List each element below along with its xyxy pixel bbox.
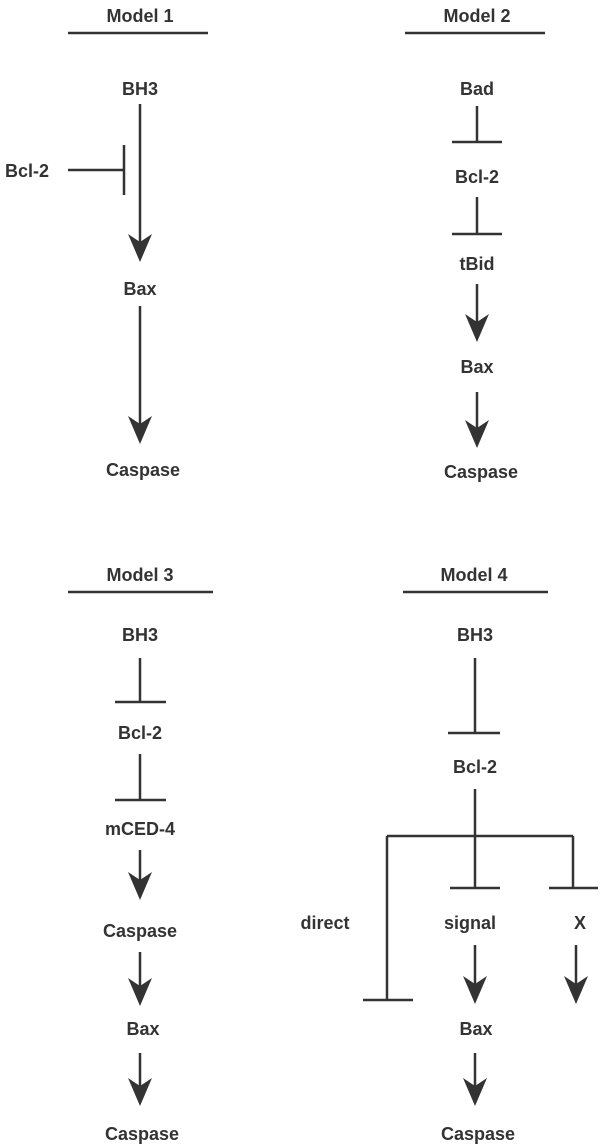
model-1-caspase-label: Caspase <box>106 460 180 480</box>
model-1: Model 1 BH3 Bcl-2 Bax Caspase <box>5 6 208 480</box>
model-2-title: Model 2 <box>443 6 510 26</box>
model-3-caspase-2-label: Caspase <box>105 1124 179 1144</box>
model-2-tbid-label: tBid <box>460 254 495 274</box>
model-3: Model 3 BH3 Bcl-2 mCED-4 Caspase Bax Cas… <box>68 565 213 1144</box>
model-1-bcl2-label: Bcl-2 <box>5 161 49 181</box>
model-2-caspase-label: Caspase <box>444 462 518 482</box>
model-2: Model 2 Bad Bcl-2 tBid Bax Caspase <box>405 6 545 482</box>
model-2-bcl2-label: Bcl-2 <box>455 167 499 187</box>
model-4-bax-label: Bax <box>459 1019 492 1039</box>
model-4-caspase-label: Caspase <box>441 1124 515 1144</box>
model-4-signal-label: signal <box>444 913 496 933</box>
model-4-x-label: X <box>574 913 586 933</box>
model-3-mced4-label: mCED-4 <box>105 819 175 839</box>
model-3-caspase-1-label: Caspase <box>103 921 177 941</box>
model-1-bax-label: Bax <box>123 279 156 299</box>
model-2-bax-label: Bax <box>460 357 493 377</box>
model-4-bh3-label: BH3 <box>457 625 493 645</box>
model-4-bcl2-label: Bcl-2 <box>453 757 497 777</box>
model-4-title: Model 4 <box>440 565 507 585</box>
model-3-title: Model 3 <box>106 565 173 585</box>
model-3-bcl2-label: Bcl-2 <box>118 723 162 743</box>
model-3-bh3-label: BH3 <box>122 625 158 645</box>
model-4-direct-label: direct <box>300 913 349 933</box>
model-2-bad-label: Bad <box>460 79 494 99</box>
model-4: Model 4 BH3 Bcl-2 direct signal X Bax Ca… <box>300 565 598 1144</box>
model-1-bh3-label: BH3 <box>122 79 158 99</box>
model-1-title: Model 1 <box>106 6 173 26</box>
model-3-bax-label: Bax <box>126 1019 159 1039</box>
